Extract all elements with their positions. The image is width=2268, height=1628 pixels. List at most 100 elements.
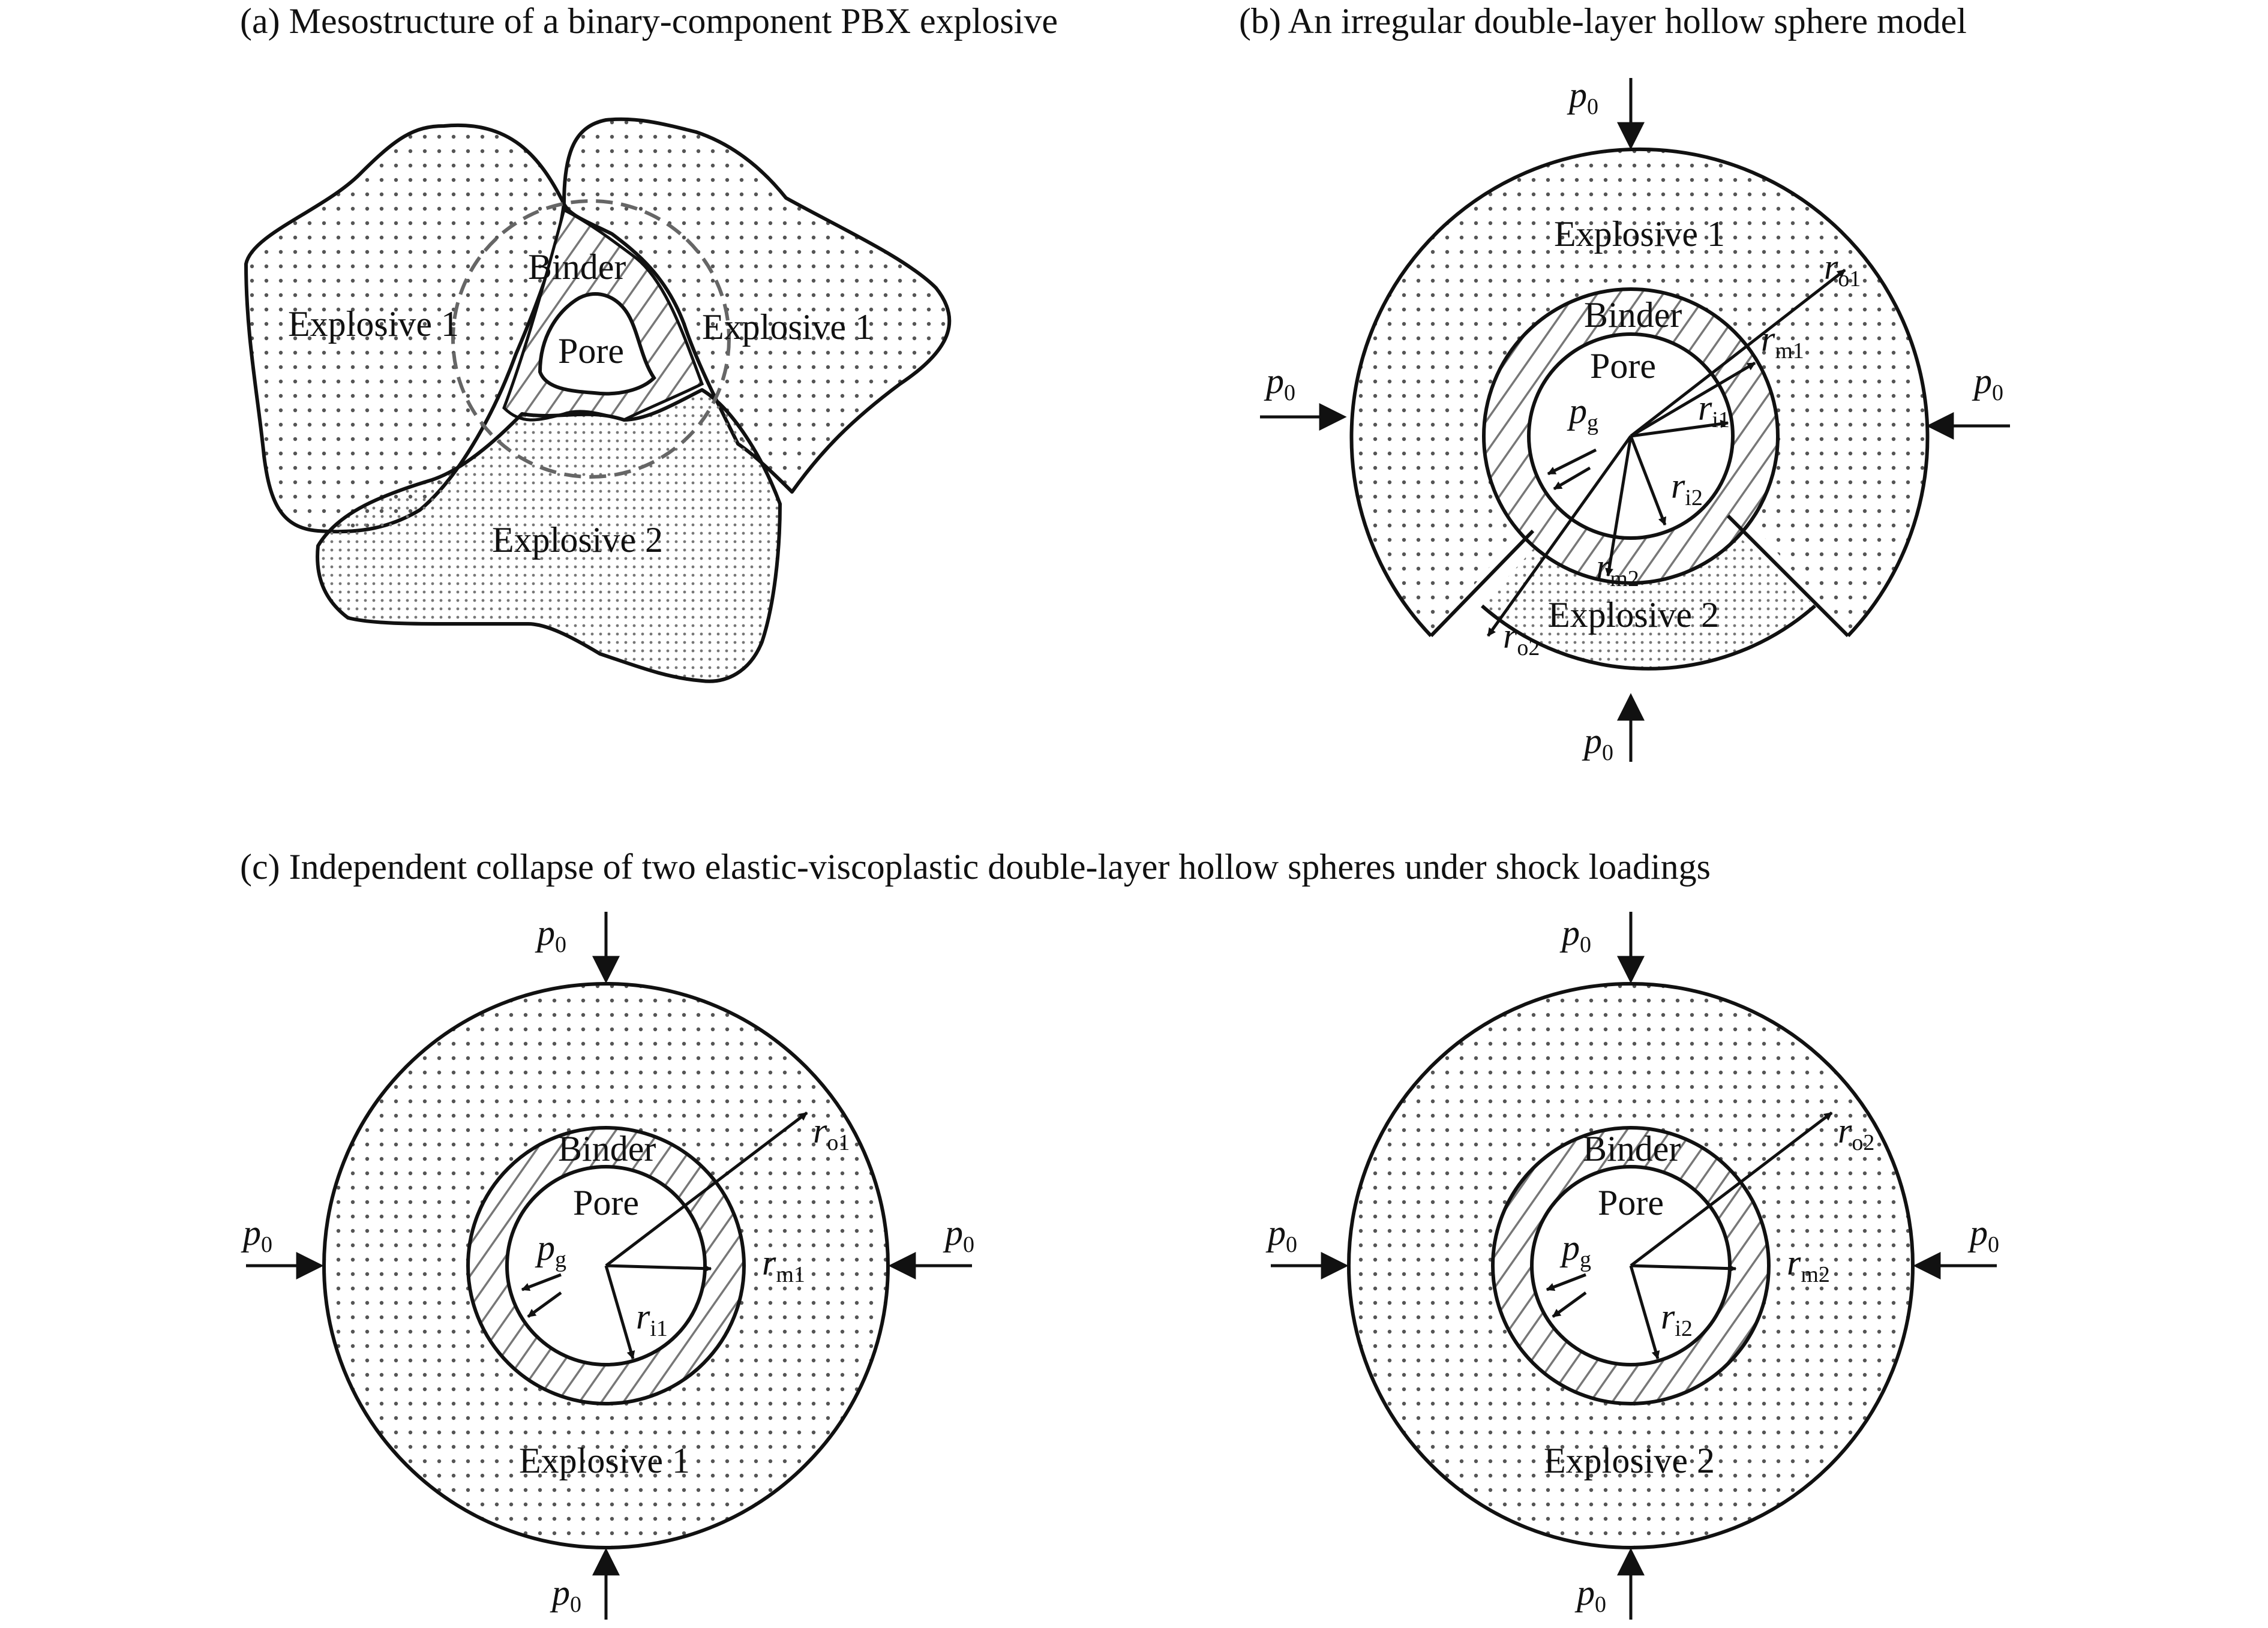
panel-a: (a) Mesostructure of a binary-component …: [240, 1, 1058, 683]
symbol-sub: 0: [1602, 740, 1613, 765]
label-explosive1-left: Explosive 1: [288, 304, 459, 344]
symbol-sub: 0: [1595, 1592, 1606, 1617]
symbol-base: p: [550, 1573, 570, 1612]
symbol-base: p: [1559, 1228, 1580, 1267]
panel-b-caption: (b) An irregular double-layer hollow sph…: [1239, 1, 1967, 41]
symbol-sub: i1: [1712, 407, 1730, 432]
pg-arrow-1-b: [1547, 448, 1597, 476]
panel-b: (b) An irregular double-layer hollow sph…: [1239, 1, 2010, 765]
label-pore-c-left: Pore: [573, 1183, 639, 1222]
pg-arrow-2-c-right: [1552, 1291, 1587, 1318]
symbol-p0-bottom-c-right: p0: [1574, 1573, 1606, 1617]
label-pore-c-right: Pore: [1598, 1183, 1664, 1222]
radius-arrows-b: [1486, 269, 1846, 637]
arrow-ro-c-right: [1630, 1112, 1833, 1267]
pg-arrow-1-c-right: [1546, 1273, 1586, 1291]
symbol-sub: 0: [1988, 1232, 1999, 1257]
pg-arrow-2-b: [1553, 466, 1591, 491]
symbol-base: p: [1567, 391, 1587, 431]
symbol-base: p: [1567, 75, 1587, 115]
symbol-base: r: [1671, 466, 1685, 506]
symbol-sub: i2: [1685, 485, 1703, 510]
symbol-sub: 0: [963, 1232, 974, 1257]
symbol-p0-right-c-right: p0: [1967, 1213, 1999, 1257]
symbol-base: r: [636, 1297, 650, 1336]
label-explosive2: Explosive 2: [492, 520, 663, 560]
symbol-ro2-b: ro2: [1503, 616, 1540, 660]
label-binder-c-right: Binder: [1583, 1129, 1681, 1169]
symbol-sub: g: [1580, 1247, 1591, 1272]
symbol-ri2-b: ri2: [1671, 466, 1703, 510]
pg-arrow-2-c-left: [527, 1291, 562, 1318]
symbol-pg-c-right: pg: [1559, 1228, 1591, 1272]
dashed-sampling-circle: [451, 199, 731, 479]
symbol-p0-bottom-b: p0: [1582, 721, 1613, 765]
symbol-ri-c-left: ri1: [636, 1297, 668, 1341]
symbol-sub: o2: [1852, 1130, 1874, 1155]
label-pore-a: Pore: [558, 331, 624, 371]
label-explosive2-b: Explosive 2: [1548, 595, 1719, 635]
label-binder-b: Binder: [1584, 295, 1682, 335]
symbol-sub: o1: [827, 1130, 850, 1155]
symbol-sub: i1: [650, 1316, 668, 1341]
arrow-ri-c-right: [1629, 1265, 1660, 1360]
arrow-ri-c-left: [604, 1265, 635, 1360]
symbol-sub: 0: [1992, 380, 2003, 406]
symbol-base: r: [1596, 547, 1610, 587]
explosive2-grain-outline: [316, 388, 782, 683]
symbol-base: r: [1503, 616, 1517, 656]
symbol-base: p: [1972, 361, 1992, 401]
symbol-sub: m2: [1801, 1262, 1830, 1287]
symbol-p0-top-b: p0: [1567, 75, 1598, 119]
symbol-sub: o2: [1517, 635, 1540, 660]
symbol-base: r: [813, 1111, 827, 1151]
symbol-base: r: [1824, 247, 1838, 287]
arrow-ri2-b: [1629, 435, 1667, 526]
label-explosive-c-left: Explosive 1: [519, 1441, 690, 1480]
symbol-sub: 0: [1286, 1232, 1297, 1257]
symbol-p0-right-c-left: p0: [943, 1213, 974, 1257]
pg-arrow-1-c-left: [521, 1273, 562, 1291]
symbol-sub: 0: [261, 1232, 272, 1257]
symbol-base: p: [1264, 361, 1284, 401]
label-pore-b: Pore: [1590, 346, 1656, 386]
symbol-base: r: [1838, 1111, 1852, 1151]
symbol-p0-left-c-left: p0: [241, 1213, 272, 1257]
symbol-base: r: [1787, 1243, 1801, 1282]
symbol-sub: m1: [776, 1262, 805, 1287]
arrow-ri1-b: [1630, 419, 1729, 438]
symbol-base: p: [943, 1213, 963, 1252]
arrow-rm-c-right: [1630, 1264, 1737, 1273]
label-binder-a: Binder: [528, 247, 626, 287]
symbol-sub: o1: [1838, 266, 1861, 292]
symbol-sub: 0: [1284, 380, 1295, 406]
explosive1-left-grain: [246, 125, 564, 532]
symbol-pg-c-left: pg: [535, 1228, 566, 1272]
symbol-base: r: [1761, 319, 1775, 359]
symbol-base: p: [535, 913, 555, 953]
symbol-rm-c-left: rm1: [762, 1243, 805, 1287]
symbol-p0-bottom-c-left: p0: [550, 1573, 581, 1617]
symbol-base: p: [1559, 913, 1580, 953]
symbol-sub: g: [1587, 410, 1598, 435]
symbol-base: p: [535, 1228, 555, 1267]
symbol-base: p: [1967, 1213, 1988, 1252]
symbol-sub: m1: [1775, 338, 1804, 364]
symbol-base: p: [1574, 1573, 1595, 1612]
symbol-base: p: [241, 1213, 261, 1252]
arrow-ro-c-left: [605, 1112, 808, 1267]
symbol-p0-left-b: p0: [1264, 361, 1295, 406]
arrow-rm-c-left: [605, 1264, 712, 1273]
arrow-rm2-b: [1605, 435, 1633, 577]
symbol-base: r: [1661, 1297, 1675, 1336]
explosive2-outer-arc-b: [1481, 604, 1816, 671]
arrow-ro1-b: [1630, 269, 1846, 437]
symbol-ro1-b: ro1: [1824, 247, 1861, 292]
symbol-ro-c-left: ro1: [813, 1111, 850, 1155]
symbol-sub: i2: [1675, 1316, 1693, 1341]
symbol-base: p: [1265, 1213, 1286, 1252]
symbol-ri-c-right: ri2: [1661, 1297, 1693, 1341]
symbol-p0-right-b: p0: [1972, 361, 2003, 406]
symbol-p0-left-c-right: p0: [1265, 1213, 1297, 1257]
